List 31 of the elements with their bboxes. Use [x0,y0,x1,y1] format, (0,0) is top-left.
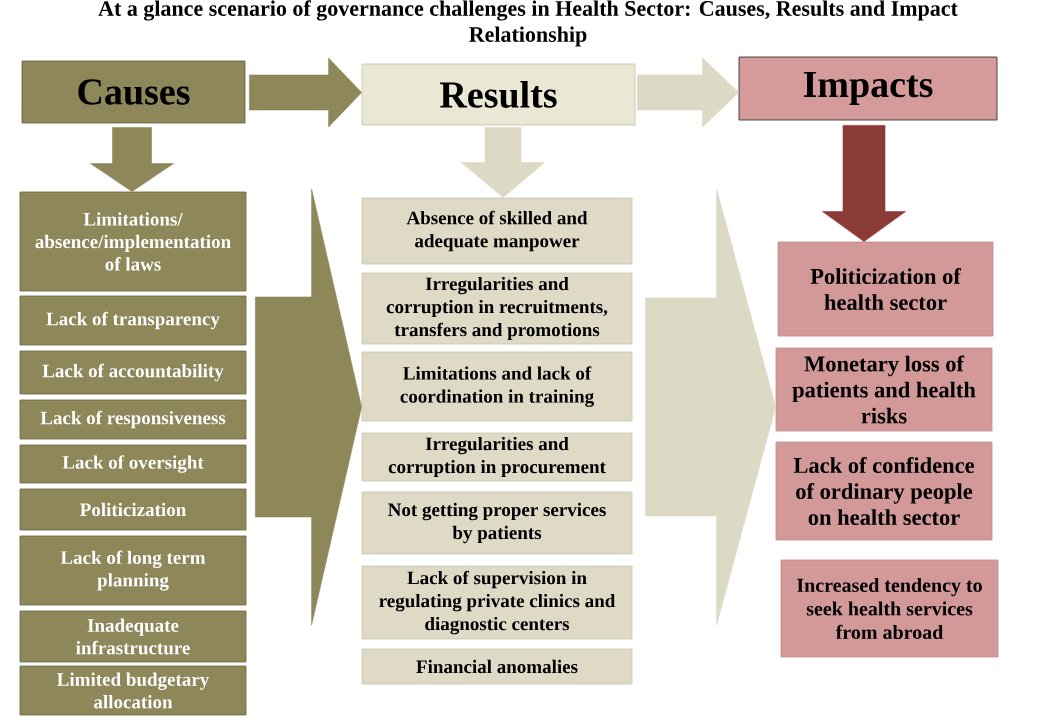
impact-box: Politicization of health sector [777,241,994,337]
result-box: Irregularities and corruption in recruitments, transfers and promotions [361,272,633,345]
chevron-arrow [255,188,362,626]
down-arrow [90,127,174,192]
chevron-arrow [645,188,776,626]
cause-box: Politicization [19,488,247,531]
block-arrow [249,57,362,128]
impact-box: Lack of confidence of ordinary people on health sector [775,441,993,541]
title: At a glance scenario of governance challenges in Health Sector: Causes, Results and Impact Relationship [98,0,958,47]
down-arrow [822,125,906,242]
cause-box: Lack of oversight [19,444,247,484]
result-box: Absence of skilled and adequate manpower [361,197,633,265]
result-box: Not getting proper services by patients [361,491,633,555]
impact-box: Increased tendency to seek health services from abroad [780,559,999,658]
cause-box: Lack of transparency [19,295,247,346]
block-arrow [637,57,739,128]
heading-box: Causes [21,60,246,124]
cause-box: Lack of accountability [19,350,247,395]
down-arrow [461,127,545,198]
impact-box: Monetary loss of patients and health risks [775,347,993,432]
result-box: Irregularities and corruption in procurement [361,432,633,482]
cause-box: Inadequate infrastructure [19,610,247,663]
result-box: Lack of supervision in regulating private clinics and diagnostic centers [361,565,633,640]
result-box: Financial anomalies [361,648,633,685]
heading-box: Impacts [738,56,998,121]
cause-box: Lack of responsiveness [19,399,247,440]
cause-box: Limited budgetary allocation [19,665,247,716]
cause-box: Limitations/ absence/implementation of laws [19,191,247,292]
cause-box: Lack of long term planning [19,535,247,606]
result-box: Limitations and lack of coordination in training [361,351,633,422]
heading-box: Results [361,63,636,126]
